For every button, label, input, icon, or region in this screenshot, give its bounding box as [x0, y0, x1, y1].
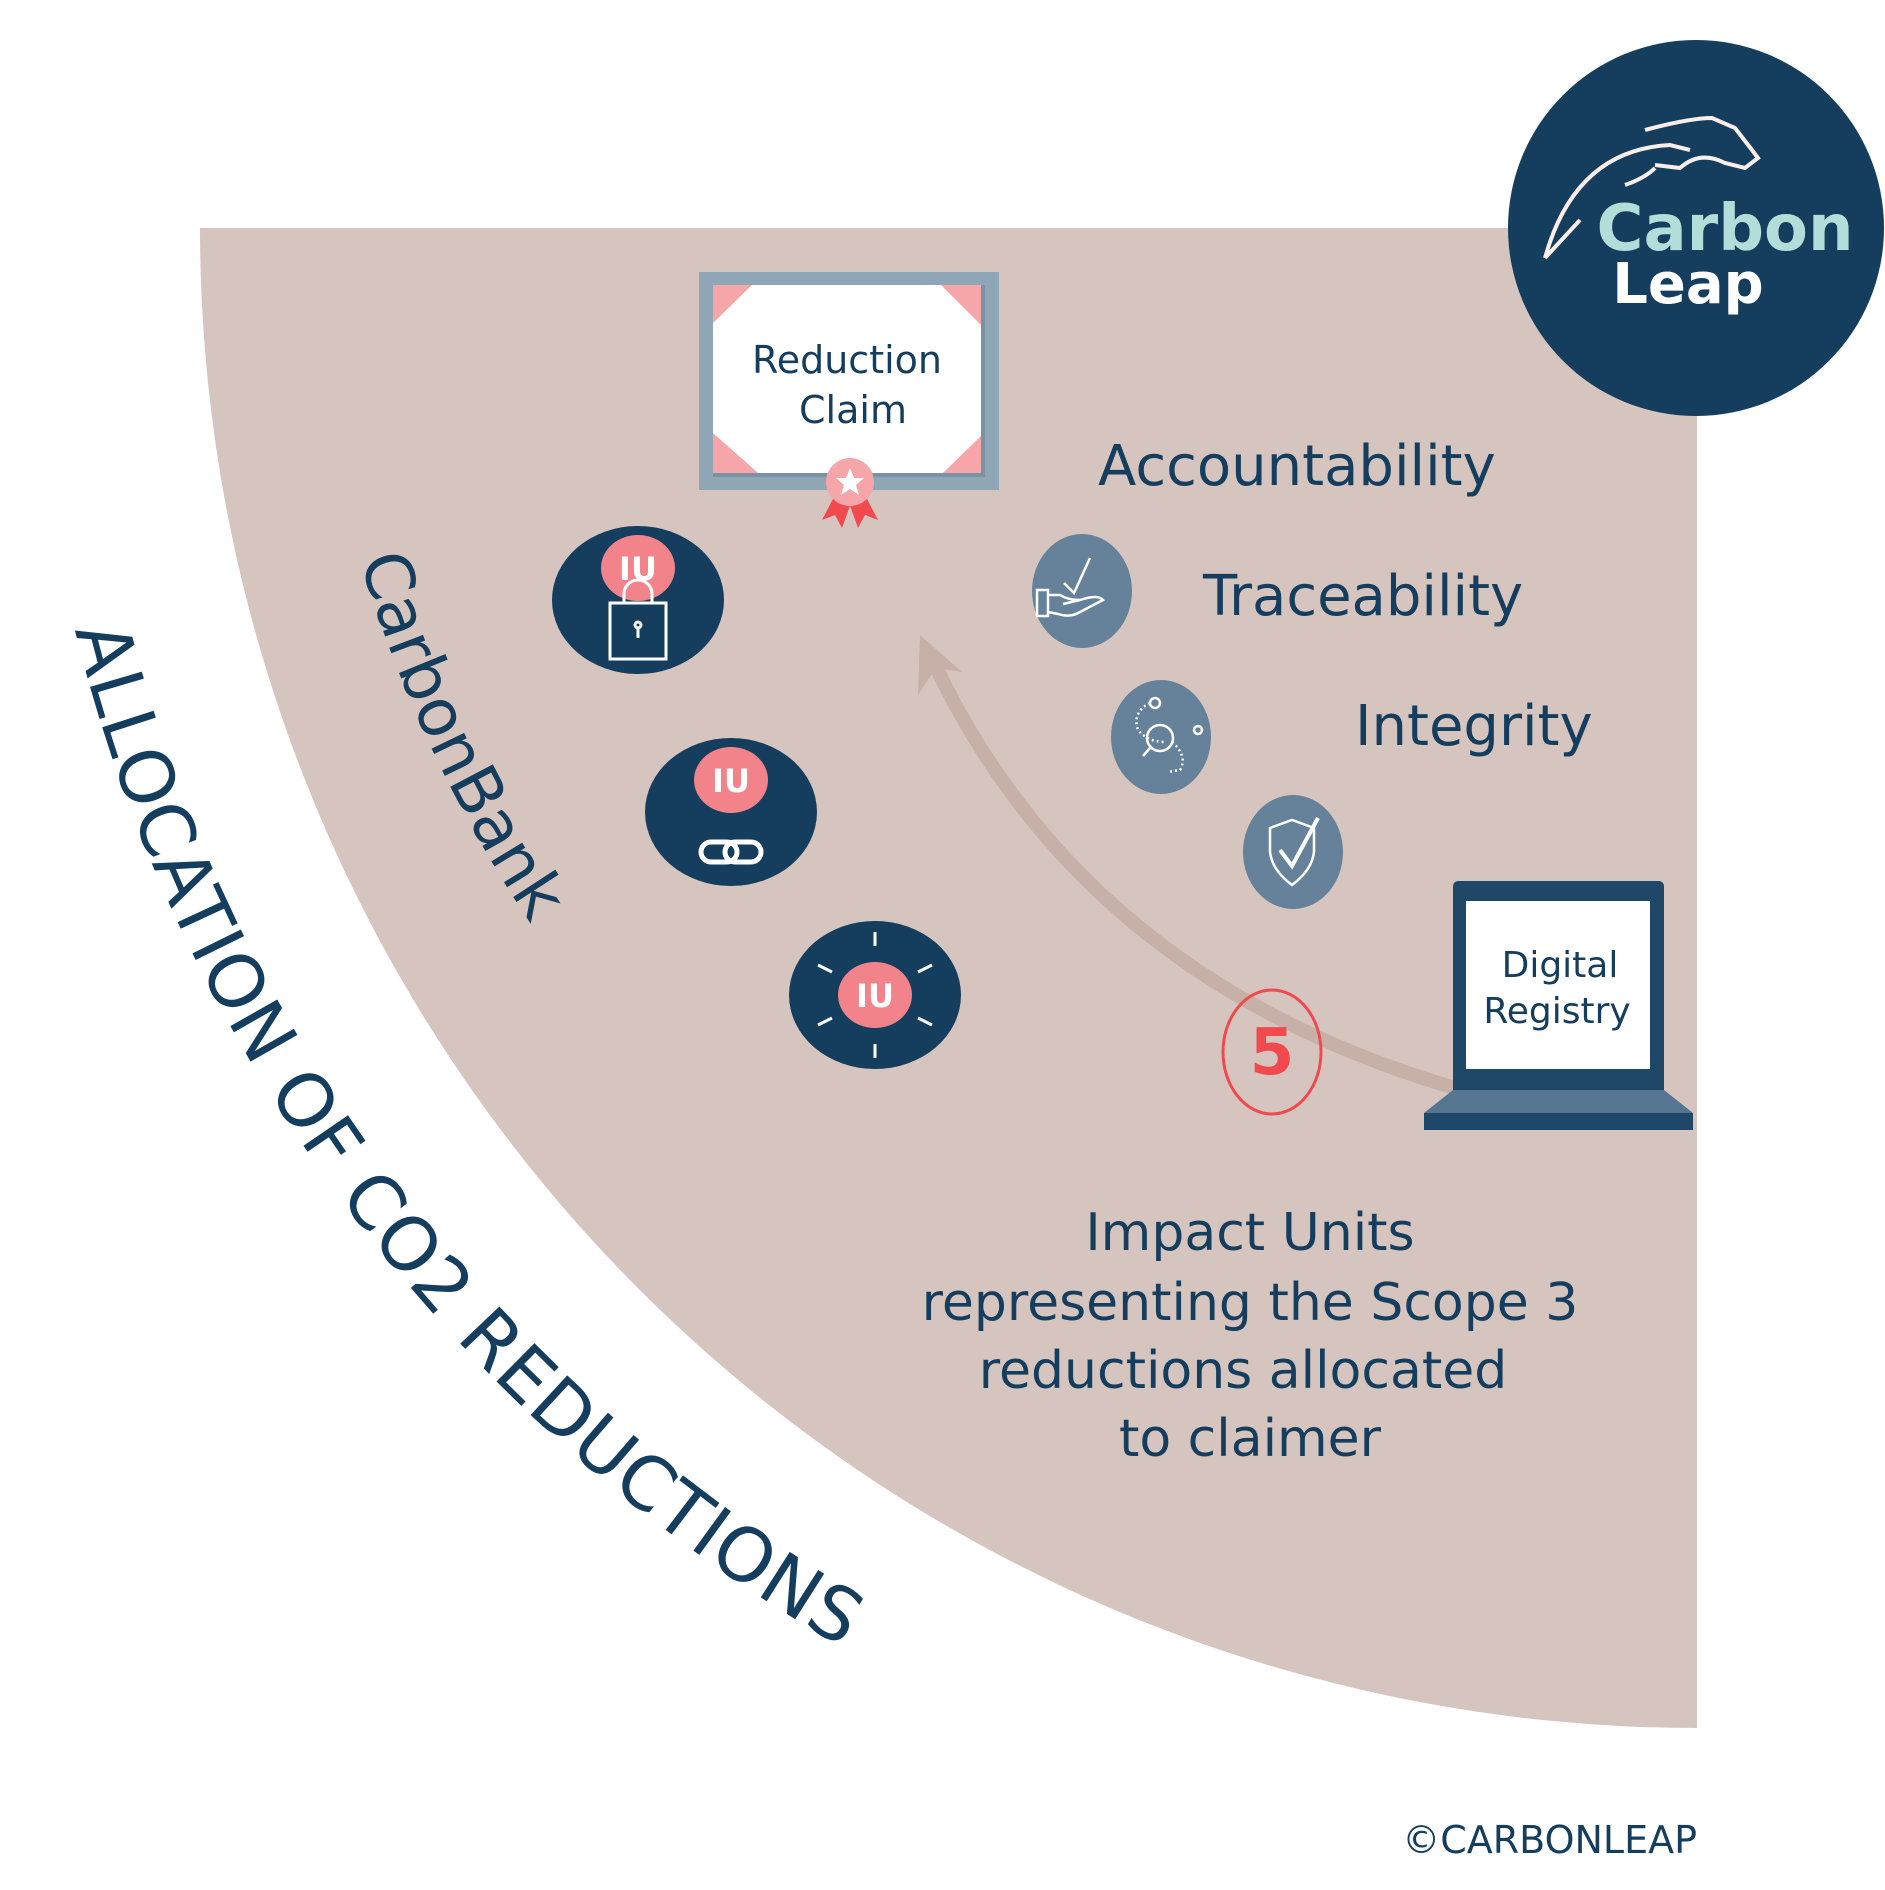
logo-line2: Leap [1612, 252, 1764, 317]
laptop-icon: Digital Registry [1424, 881, 1693, 1130]
impact-unit-linked: IU [645, 738, 817, 886]
iu-label: IU [856, 977, 894, 1015]
registry-line1: Digital [1502, 945, 1619, 986]
lock-icon [608, 578, 668, 661]
flow-arrow [918, 635, 1487, 1102]
description-text: Impact Units representing the Scope 3 re… [922, 1203, 1579, 1469]
hand-check-badge [1032, 534, 1132, 648]
principle-traceability: Traceability [1202, 564, 1523, 629]
description-line: Impact Units [1085, 1203, 1414, 1263]
description-line: to claimer [1119, 1409, 1382, 1469]
impact-unit-active: IU [789, 921, 961, 1069]
logo-line1: Carbon [1596, 192, 1853, 266]
carbonleap-logo: Carbon Leap [1508, 40, 1884, 416]
copyright-text: ©CARBONLEAP [1402, 1818, 1697, 1862]
ribbon-star-icon [822, 458, 878, 528]
trace-search-icon [1135, 696, 1204, 774]
certificate-line1: Reduction [752, 338, 942, 382]
principle-integrity: Integrity [1355, 694, 1593, 759]
sunburst-icon [817, 932, 933, 1058]
shield-check-icon [1268, 817, 1320, 887]
link-icon [698, 839, 764, 865]
hand-check-icon [1035, 557, 1105, 618]
description-line: reductions allocated [979, 1341, 1507, 1401]
trace-search-badge [1111, 680, 1211, 794]
certificate-line2: Claim [799, 388, 907, 432]
iu-label: IU [619, 550, 657, 588]
step-number: 5 [1250, 1016, 1295, 1090]
reduction-claim-certificate: Reduction Claim [699, 272, 999, 528]
description-line: representing the Scope 3 [922, 1273, 1579, 1333]
shield-check-badge [1243, 795, 1343, 909]
bear-icon [1543, 115, 1761, 260]
step-badge: 5 [1221, 988, 1323, 1116]
principle-accountability: Accountability [1098, 434, 1496, 499]
registry-line2: Registry [1483, 991, 1630, 1032]
impact-unit-locked: IU [552, 526, 724, 674]
iu-label: IU [712, 762, 750, 800]
